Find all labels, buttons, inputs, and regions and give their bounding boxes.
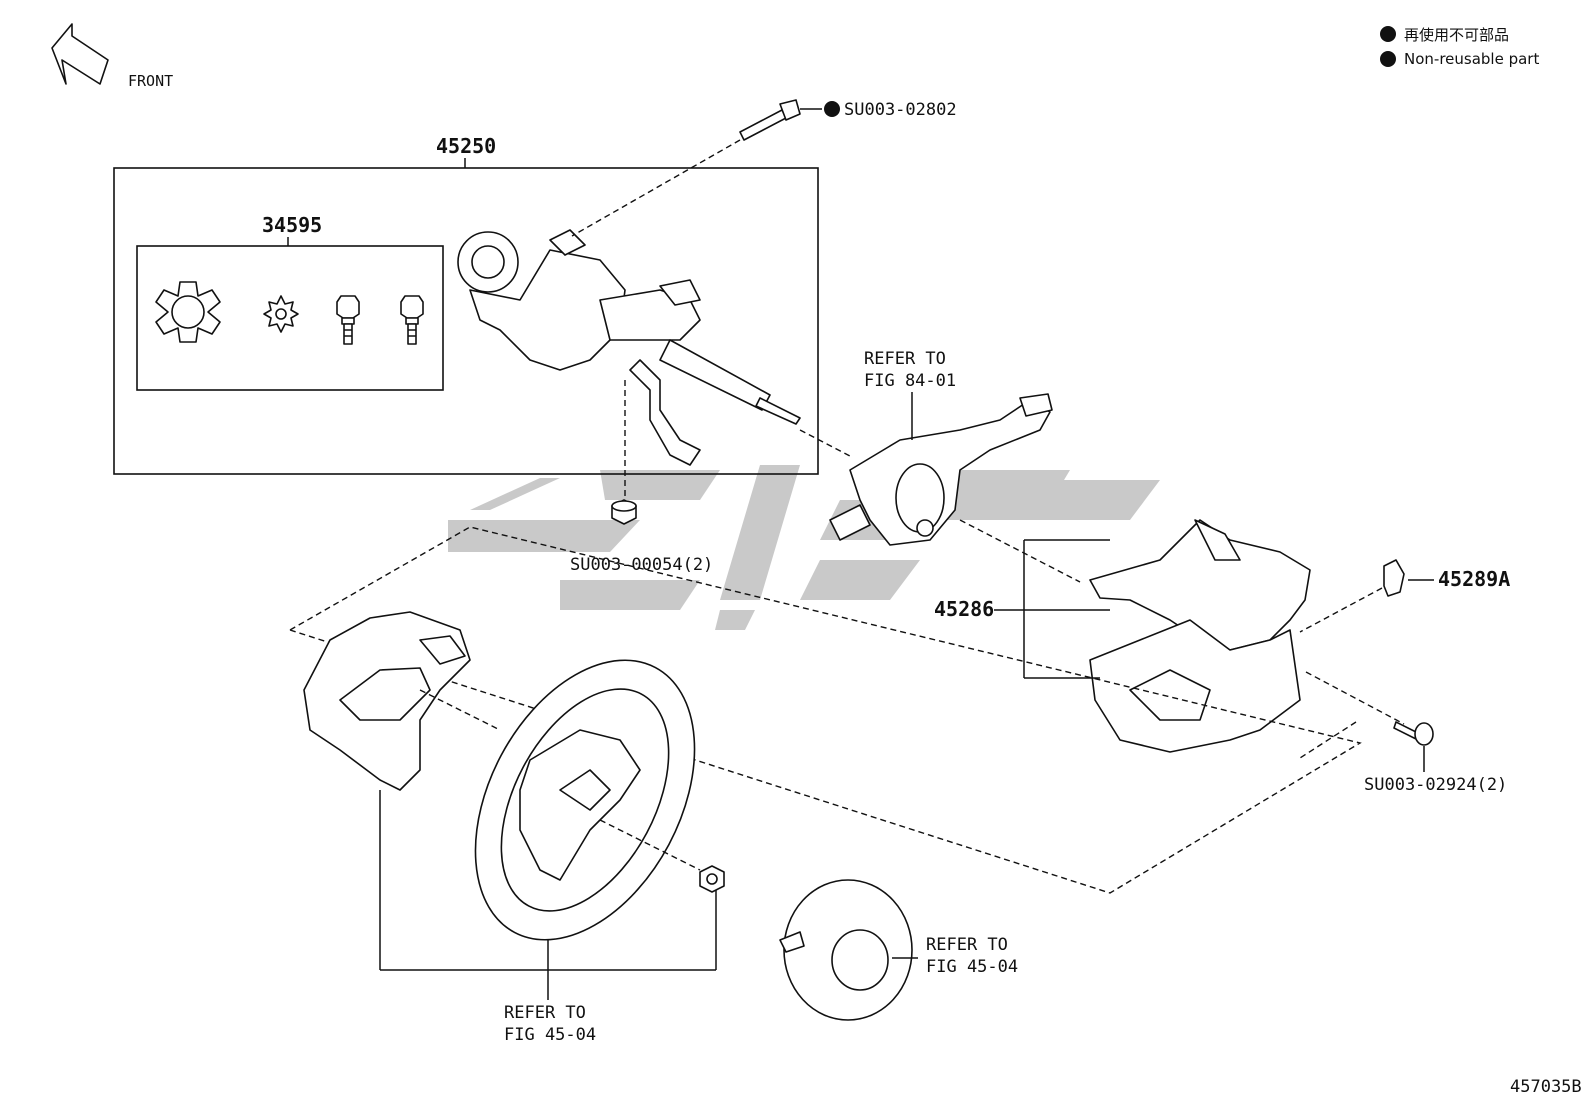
gear-part-large [155,281,221,343]
bolt-part-2 [400,295,424,345]
assembly-box-45250 [113,167,819,475]
refer-45-04-line4: FIG 45-04 [926,957,1018,977]
bolt-su003-02802 [739,99,801,141]
steering-column-assembly [457,229,801,466]
refer-84-01-line2: FIG 84-01 [864,371,956,391]
bolt-part-1 [336,295,360,345]
nut-su003-00054 [611,499,637,525]
filled-circle-icon [1380,26,1396,42]
part-number-su003-02802: SU003-02802 [844,100,957,120]
gear-part-small [263,295,299,333]
refer-45-04-line2: FIG 45-04 [504,1025,596,1045]
column-cover-upper [1089,519,1311,651]
part-number-su003-00054: SU003-00054(2) [570,555,713,575]
combination-switch [829,393,1053,546]
part-number-45289a: 45289A [1438,567,1510,591]
dashed-assembly-outline [289,526,1362,894]
screw-su003-02924 [1393,721,1434,746]
steering-wheel [474,659,696,941]
arrow-front-icon [51,23,109,85]
refer-45-04-line3: REFER TO [926,935,1008,955]
kit-box-34595 [136,245,444,391]
front-label: FRONT [128,72,173,90]
clip-45289a [1383,559,1405,597]
watermark-logo [448,465,1160,630]
refer-45-04-line1: REFER TO [504,1003,586,1023]
filled-circle-icon [824,101,840,117]
figure-number: 457035B [1510,1077,1582,1097]
part-number-34595: 34595 [262,213,322,237]
wheel-nut [699,865,725,893]
steering-wheel-cover [303,611,471,791]
part-number-su003-02924: SU003-02924(2) [1364,775,1507,795]
part-number-45286: 45286 [934,597,994,621]
legend-non-reusable: Non-reusable part [1404,50,1539,68]
filled-circle-icon [1380,51,1396,67]
part-number-45250: 45250 [436,134,496,158]
column-cover-lower [1089,619,1301,753]
legend-japanese: 再使用不可部品 [1404,26,1509,44]
refer-84-01-line1: REFER TO [864,349,946,369]
horn-pad-assembly [779,879,913,1021]
